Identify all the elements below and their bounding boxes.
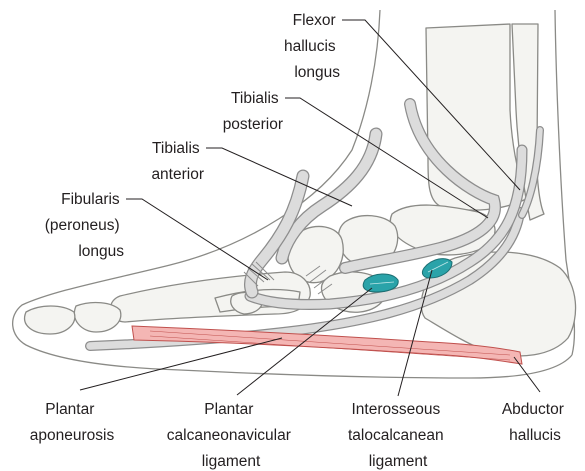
label-flexor-hallucis-longus: Flexor hallucis longus <box>284 12 340 81</box>
label-plantar-calcaneonavicular-ligament: Plantar calcaneonavicular ligament <box>167 401 295 470</box>
label-tibialis-anterior: Tibialis anterior <box>151 140 204 183</box>
phalanx-bone <box>74 303 120 332</box>
phalanx-bone <box>25 306 75 334</box>
leader-abductor-hallucis <box>514 357 540 392</box>
leader-fibularis-longus <box>126 199 268 280</box>
label-plantar-aponeurosis: Plantar aponeurosis <box>30 401 115 444</box>
label-interosseous-talocalcanean-ligament: Interosseous talocalcanean ligament <box>348 401 448 470</box>
label-tibialis-posterior: Tibialis posterior <box>223 90 283 133</box>
label-abductor-hallucis: Abductor hallucis <box>502 401 568 444</box>
label-fibularis-longus: Fibularis (peroneus) longus <box>45 191 125 260</box>
